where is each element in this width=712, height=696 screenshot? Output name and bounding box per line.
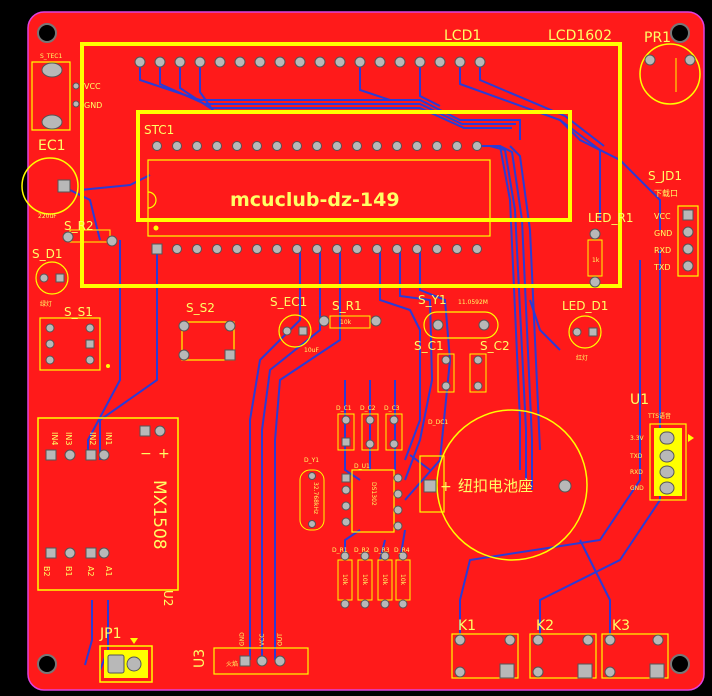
label-u1: U1 — [630, 392, 649, 408]
label-a2: A2 — [86, 566, 95, 577]
pcb-board — [27, 11, 705, 691]
label-s-c2: S_C2 — [480, 339, 510, 353]
label-d-r4-val: 10k — [399, 574, 406, 586]
label-k2: K2 — [536, 618, 554, 634]
label-s-ec1: S_EC1 — [270, 295, 307, 309]
label-u1-p3: RXD — [630, 469, 643, 476]
label-s-jd1: S_JD1 — [648, 169, 682, 183]
label-s-tec1: S_TEC1 — [40, 53, 62, 60]
stc1-outline — [136, 110, 572, 222]
mounting-holes — [37, 23, 690, 674]
label-b2: B2 — [42, 566, 51, 577]
label-d-r3-val: 10k — [381, 574, 388, 586]
jp1-arrow-icon — [130, 638, 138, 644]
label-lcd1602: LCD1602 — [548, 28, 612, 44]
pr1-outline — [639, 43, 701, 105]
label-u3-sub: 火焰 — [226, 660, 238, 668]
label-s-d1: S_D1 — [32, 247, 63, 261]
label-gnd-a: GND — [84, 101, 102, 110]
label-u1-p4: GND — [630, 485, 644, 492]
label-jd-vcc: VCC — [654, 212, 671, 221]
label-d-u1: D_U1 — [354, 463, 370, 470]
label-k1: K1 — [458, 618, 476, 634]
label-s-y1-val: 11.0592M — [458, 299, 488, 306]
label-in4: IN4 — [50, 432, 59, 445]
label-d-c2: D_C2 — [360, 405, 376, 412]
label-s-s1: S_S1 — [64, 305, 93, 319]
label-pr1: PR1 — [644, 30, 671, 46]
chip-body — [147, 159, 491, 237]
label-s-r2: S_R2 — [64, 219, 94, 233]
label-d-y1-val: 32.768kHz — [312, 482, 319, 514]
label-minus: − — [140, 446, 152, 462]
label-led-d1: LED_D1 — [562, 299, 608, 313]
label-in1: IN1 — [104, 432, 113, 445]
label-d-r1: D_R1 — [332, 547, 348, 554]
label-in2: IN2 — [88, 432, 97, 445]
battery-plus: + — [440, 479, 452, 495]
label-s-s2: S_S2 — [186, 301, 215, 315]
label-s-jd1-sub: 下载口 — [654, 188, 678, 198]
label-led-d1-sub: 红灯 — [576, 354, 588, 362]
label-s-y1: S_Y1 — [418, 293, 447, 307]
label-mx1508: MX1508 — [149, 480, 169, 550]
label-led-r1-val: 1k — [592, 257, 600, 264]
component-labels: LCD1 LCD1602 PR1 S_TEC1 VCC GND EC1 220u… — [32, 28, 682, 668]
label-u3-p1: GND — [239, 632, 246, 646]
label-u1-p1: 3.3V — [630, 435, 645, 442]
label-jd-txd: TXD — [653, 263, 671, 272]
label-d-dc1: D_DC1 — [428, 419, 448, 426]
label-vcc-a: VCC — [84, 82, 101, 91]
label-d-y1: D_Y1 — [304, 457, 319, 464]
label-u1-p2: TXD — [629, 453, 643, 460]
label-jp1: JP1 — [99, 626, 121, 642]
label-ec1: EC1 — [38, 138, 66, 154]
label-a1: A1 — [104, 566, 113, 577]
label-u3: U3 — [192, 649, 208, 668]
label-b1: B1 — [64, 566, 73, 577]
label-d-c3: D_C3 — [384, 405, 400, 412]
label-d-r1-val: 10k — [341, 574, 348, 586]
label-s-c1: S_C1 — [414, 339, 444, 353]
label-d-r3: D_R3 — [374, 547, 390, 554]
label-ec1-val: 220uF — [38, 213, 57, 220]
label-d-r4: D_R4 — [394, 547, 410, 554]
polarity-marks — [106, 225, 694, 644]
label-led-r1: LED_R1 — [588, 211, 633, 225]
label-u2: U2 — [161, 590, 175, 606]
lcd1-outline — [80, 42, 622, 288]
traces — [69, 62, 661, 671]
pads — [39, 54, 696, 679]
label-stc1: STC1 — [144, 123, 174, 137]
u1-arrow-icon — [688, 434, 694, 442]
label-s-r1-val: 10k — [340, 319, 352, 326]
label-d-u1-val: DS1302 — [370, 482, 377, 506]
silkscreen — [21, 42, 701, 683]
ec1-outline — [21, 157, 79, 215]
label-s-ec1-val: 10uF — [304, 347, 319, 354]
label-u3-p2: VCC — [259, 634, 266, 646]
u2-outline — [37, 417, 179, 591]
label-u1-sub: TTS语音 — [647, 412, 671, 420]
chip-marking: mcuclub-dz-149 — [230, 189, 400, 211]
battery-outline — [436, 409, 588, 561]
label-battery: 纽扣电池座 — [458, 477, 533, 495]
label-d-r2-val: 10k — [361, 574, 368, 586]
label-s-d1-sub: 绿灯 — [40, 300, 52, 308]
label-s-r1: S_R1 — [332, 299, 362, 313]
label-in3: IN3 — [64, 432, 73, 445]
label-plus: + — [158, 446, 170, 462]
label-jd-rxd: RXD — [654, 246, 671, 255]
label-lcd1: LCD1 — [444, 28, 481, 44]
label-u3-p3: OUT — [277, 633, 284, 646]
label-k3: K3 — [612, 618, 630, 634]
label-jd-gnd: GND — [654, 229, 672, 238]
label-d-c1: D_C1 — [336, 405, 352, 412]
label-d-r2: D_R2 — [354, 547, 370, 554]
